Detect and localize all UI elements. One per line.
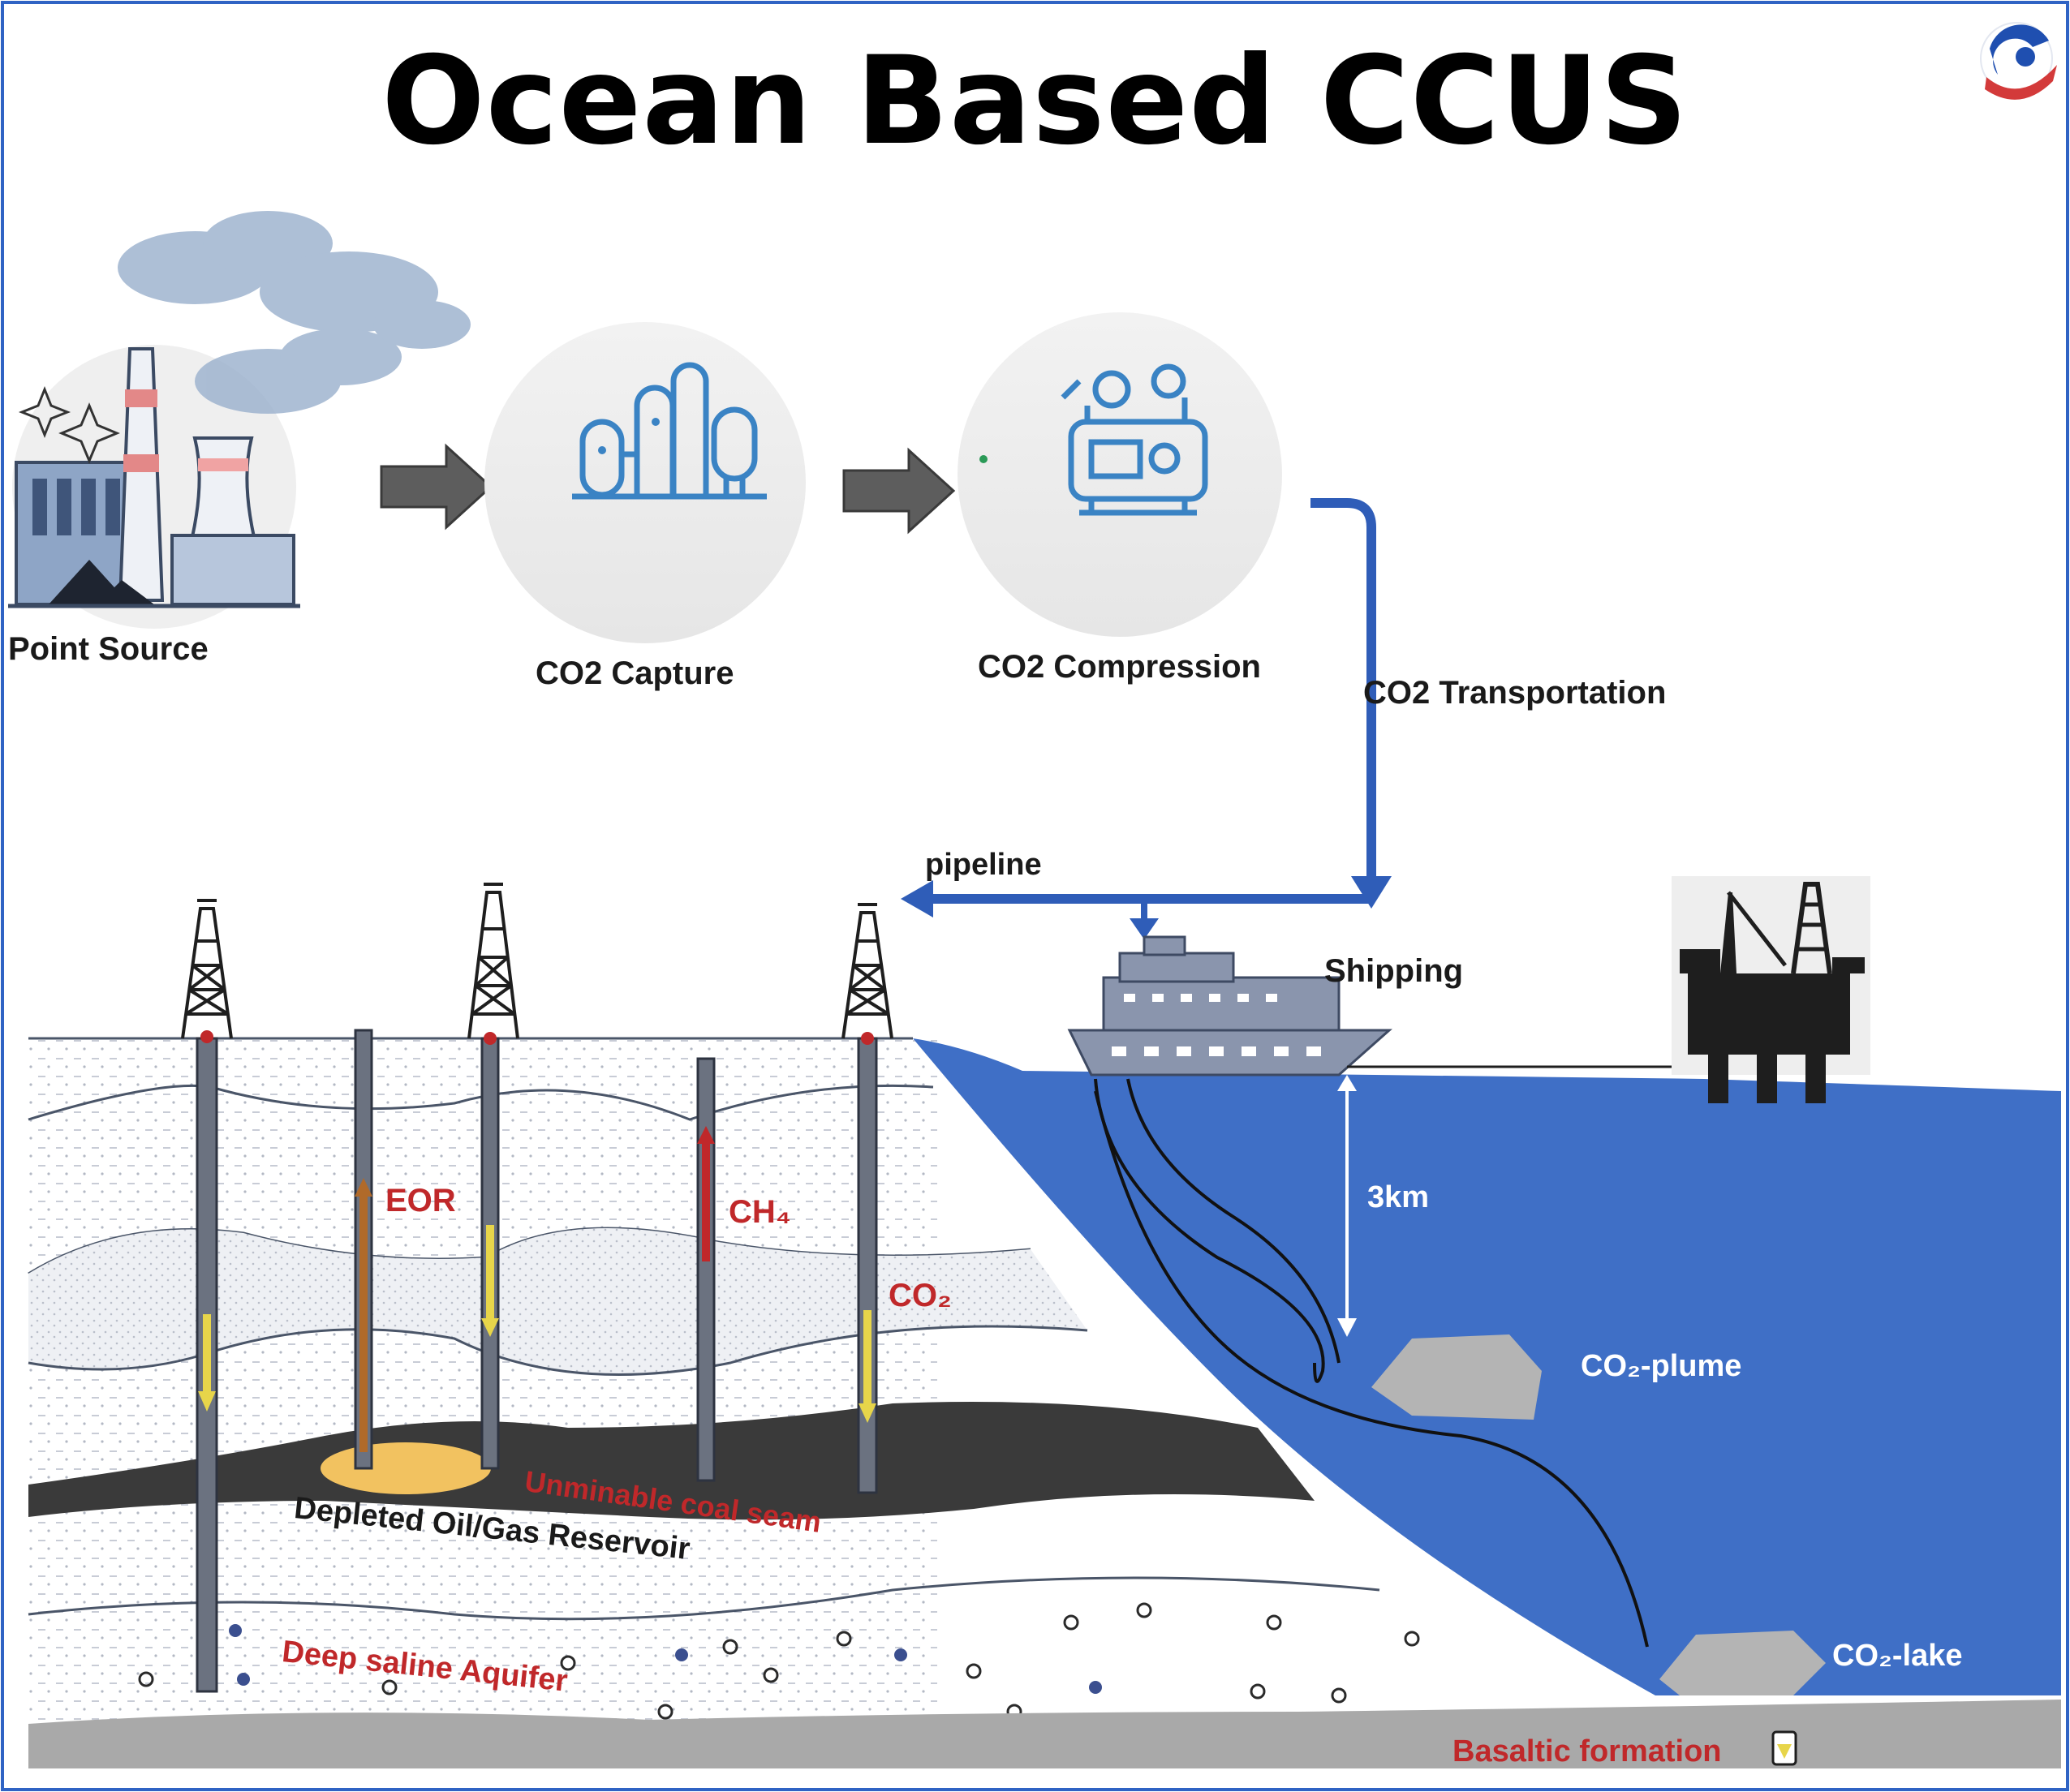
basalt-bedrock <box>28 1700 2061 1768</box>
shipping-label: Shipping <box>1324 953 1464 989</box>
oil-gas-reservoir <box>321 1442 491 1494</box>
basaltic-formation-label: Basaltic formation <box>1452 1734 1722 1768</box>
co2-capture-icon <box>484 322 806 643</box>
shipping-arrow-down-icon <box>1130 918 1159 939</box>
injection-wells <box>196 1029 878 1693</box>
co2-compression-icon <box>958 312 1282 637</box>
depth-label: 3km <box>1367 1180 1430 1214</box>
factory-icon <box>8 211 471 629</box>
injection-pipes-ocean <box>1094 1078 1649 1648</box>
flow-arrow-1-icon <box>380 443 493 531</box>
pipeline-arrow-left-icon <box>901 880 933 917</box>
eor-label: EOR <box>385 1183 456 1218</box>
ch4-label: CH₄ <box>729 1194 791 1230</box>
point-source-label: Point Source <box>8 631 209 667</box>
co2-compression-label: CO2 Compression <box>978 649 1261 685</box>
co2-lake-shape <box>1659 1631 1826 1695</box>
offshore-platform-icon <box>1672 876 1870 1103</box>
co2-lake-label: CO₂-lake <box>1832 1639 1963 1673</box>
flow-arrow-2-icon <box>842 447 956 535</box>
co2-plume-label: CO₂-plume <box>1581 1349 1742 1383</box>
brand-logo-icon <box>1980 22 2057 100</box>
derrick-icon <box>181 883 893 1039</box>
page-title: Ocean Based CCUS <box>381 31 1689 172</box>
co2-label: CO₂ <box>889 1278 952 1313</box>
coal-seam <box>28 1402 1315 1520</box>
ship-icon <box>1067 935 1392 1076</box>
co2-plume-shape <box>1371 1334 1542 1420</box>
co2-transportation-label: CO2 Transportation <box>1363 675 1667 711</box>
pipe-arrow-down-icon <box>1351 876 1392 909</box>
pipeline-label: pipeline <box>925 848 1042 882</box>
transport-pipe <box>1310 498 1376 896</box>
depth-arrow <box>1337 1075 1357 1337</box>
co2-capture-label: CO2 Capture <box>536 655 734 691</box>
